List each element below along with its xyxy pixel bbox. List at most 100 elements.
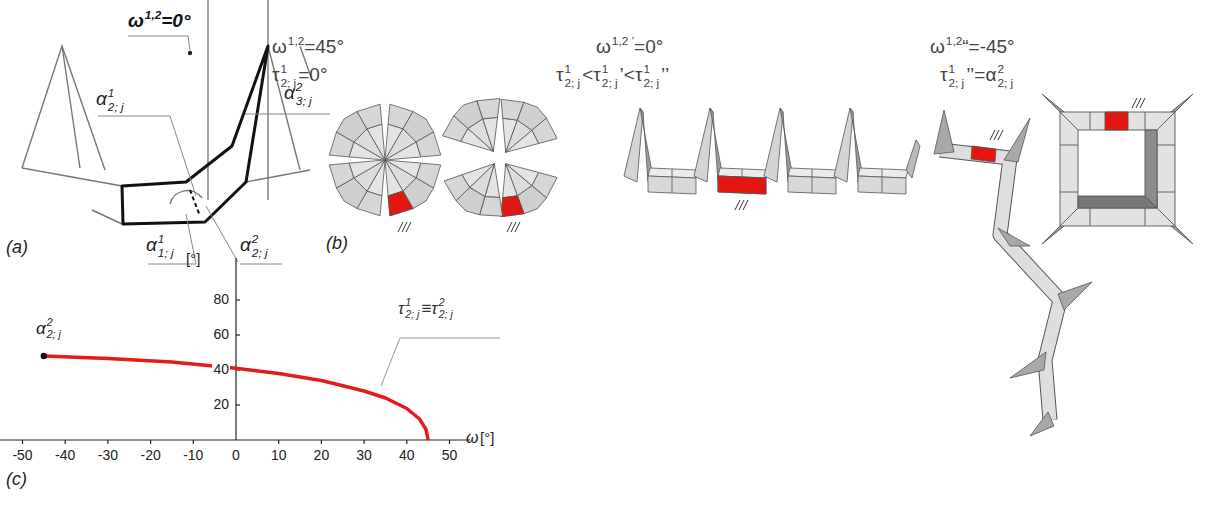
index-pair: 12; j [108, 86, 124, 113]
subscript: 2; j [643, 76, 659, 90]
square-frame [1042, 94, 1193, 244]
subscript: 2; j [108, 100, 124, 114]
label-text: α [985, 64, 996, 85]
label-text: =0° [298, 64, 327, 85]
math-label: τ12; j<τ12; j’<τ12; j’’ [556, 62, 669, 89]
math-label: -50 [12, 447, 32, 465]
math-label: 60 [212, 326, 230, 344]
chart-axes [0, 258, 470, 444]
index-pair: 12; j [602, 62, 618, 89]
math-label: (c) [6, 468, 27, 491]
superscript: 1 [405, 296, 419, 308]
label-text: =0° [161, 10, 190, 31]
label-text: ω [466, 429, 478, 446]
label-text: 20 [213, 396, 229, 412]
math-label: [°] [480, 429, 494, 448]
label-text: 40 [213, 361, 229, 377]
math-label: τ12; j’’=α22; j [940, 62, 1015, 89]
math-label: 20 [314, 447, 330, 465]
math-label: 20 [212, 396, 230, 414]
label-text: τ [593, 64, 601, 85]
superscript: 1 [949, 62, 965, 76]
superscript: 1,2 [946, 34, 962, 47]
label-text: (a) [6, 237, 28, 257]
superscript: 1 [602, 62, 618, 76]
label-text: ω [272, 36, 287, 57]
math-label: 40 [212, 361, 230, 379]
profile-sketch [22, 0, 312, 224]
math-label: 50 [442, 447, 458, 465]
subscript: 2; j [997, 76, 1013, 90]
math-label: 40 [399, 447, 415, 465]
label-text: -10 [183, 447, 203, 463]
math-label: (a) [6, 236, 28, 259]
hatch-mark [990, 130, 1003, 140]
zigzag-strip [624, 108, 920, 194]
math-label: ω [466, 428, 478, 448]
label-text: “=-45° [962, 36, 1014, 57]
label-text: τ [940, 64, 948, 85]
index-pair: 11; j [158, 232, 174, 259]
superscript: 2 [252, 232, 268, 246]
label-text: -30 [98, 447, 118, 463]
label-text: α [146, 234, 157, 255]
subscript: 2; j [949, 76, 965, 90]
bold-cell-outline [122, 46, 268, 224]
label-text: (c) [6, 469, 27, 489]
superscript: 2 [997, 62, 1013, 76]
math-label: -30 [98, 447, 118, 465]
math-label: ω1,2“=-45° [930, 34, 1015, 59]
label-text: -40 [55, 447, 75, 463]
math-label: 10 [271, 447, 287, 465]
hatch-mark [1132, 98, 1145, 108]
label-text: -20 [140, 447, 160, 463]
math-label: [°] [186, 250, 200, 269]
label-text: < [582, 64, 593, 85]
label-text: 40 [399, 447, 415, 463]
label-text: τ [398, 299, 404, 318]
subscript: 2; j [252, 246, 268, 260]
math-label: -20 [140, 447, 160, 465]
superscript: 2 [439, 296, 453, 308]
label-text: α [240, 234, 251, 255]
subscript: 2; j [405, 308, 419, 320]
label-text: (b) [326, 233, 348, 253]
reference-dot [188, 51, 192, 55]
hatch-mark [398, 222, 411, 232]
label-text: ω [128, 10, 144, 31]
label-text: 50 [442, 447, 458, 463]
curve-endpoint [41, 353, 47, 359]
label-text: τ [272, 64, 280, 85]
label-text: 60 [213, 326, 229, 342]
leader-line [381, 338, 500, 386]
label-text: 0 [232, 447, 240, 463]
label-text: ’’ [661, 64, 669, 85]
math-label: α22; j [240, 232, 270, 259]
math-label: α22; j [36, 316, 63, 340]
tau-curve [44, 356, 428, 440]
label-text: [°] [186, 250, 200, 267]
superscript: 1 [158, 232, 174, 246]
label-text: 20 [314, 447, 330, 463]
label-text: ω [930, 36, 945, 57]
index-pair: 22; j [47, 316, 61, 340]
label-text: ’< [620, 64, 635, 85]
index-pair: 22; j [439, 296, 453, 320]
superscript: 1 [565, 62, 581, 76]
label-text: 10 [271, 447, 287, 463]
label-text: =0° [634, 36, 663, 57]
subscript: 2; j [281, 76, 297, 90]
flat-flower [329, 104, 441, 216]
hatch-mark [735, 200, 748, 210]
index-pair: 22; j [997, 62, 1013, 89]
label-text: τ [431, 299, 437, 318]
superscript: 1,2 [145, 8, 161, 21]
math-label: τ12; j=0° [272, 62, 327, 89]
index-pair: 12; j [565, 62, 581, 89]
index-pair: 12; j [643, 62, 659, 89]
superscript: 1 [643, 62, 659, 76]
math-label: 30 [356, 447, 372, 465]
math-label: -10 [183, 447, 203, 465]
label-text: 80 [213, 291, 229, 307]
label-text: ≡ [421, 299, 431, 318]
